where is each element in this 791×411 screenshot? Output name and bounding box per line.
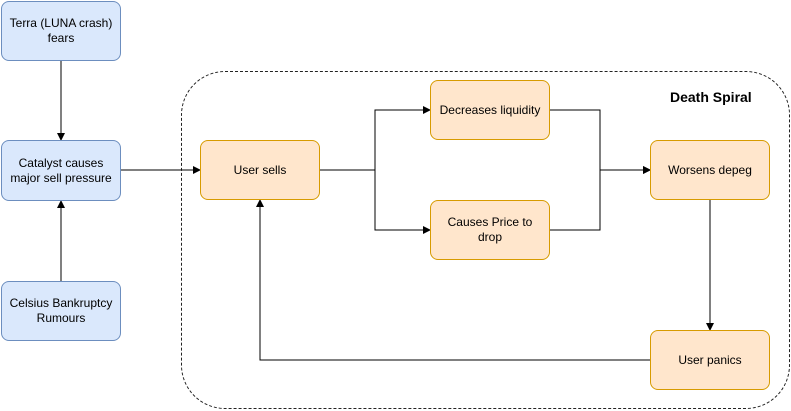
node-worsens-depeg-label: Worsens depeg [668,162,752,177]
death-spiral-title: Death Spiral [670,89,752,105]
node-catalyst-label: Catalyst causes major sell pressure [10,155,112,185]
node-user-sells-label: User sells [233,162,287,177]
node-catalyst: Catalyst causes major sell pressure [1,140,121,201]
edge-user-sells-to-price-drop [320,169,431,234]
edge-user-sells-to-liquidity [320,106,431,171]
node-price-drop-label: Causes Price to drop [447,215,533,244]
node-terra-fears-label: Terra (LUNA crash) fears [9,16,113,45]
node-worsens-depeg: Worsens depeg [650,140,770,200]
node-celsius-rumours: Celsius Bankruptcy Rumours [1,281,121,341]
node-celsius-rumours-label: Celsius Bankruptcy Rumours [9,296,113,325]
edge-user-panics-to-user-sells [256,199,650,361]
edge-price-drop-to-depeg [550,166,651,231]
node-user-sells: User sells [200,140,320,200]
death-spiral-group [181,71,790,409]
node-terra-fears: Terra (LUNA crash) fears [1,1,121,61]
edge-liquidity-to-depeg [550,109,651,174]
node-user-panics-label: User panics [678,352,742,367]
node-decreases-liquidity: Decreases liquidity [430,80,550,140]
node-decreases-liquidity-label: Decreases liquidity [439,102,541,117]
node-price-drop: Causes Price to drop [430,200,550,260]
node-user-panics: User panics [650,330,770,390]
